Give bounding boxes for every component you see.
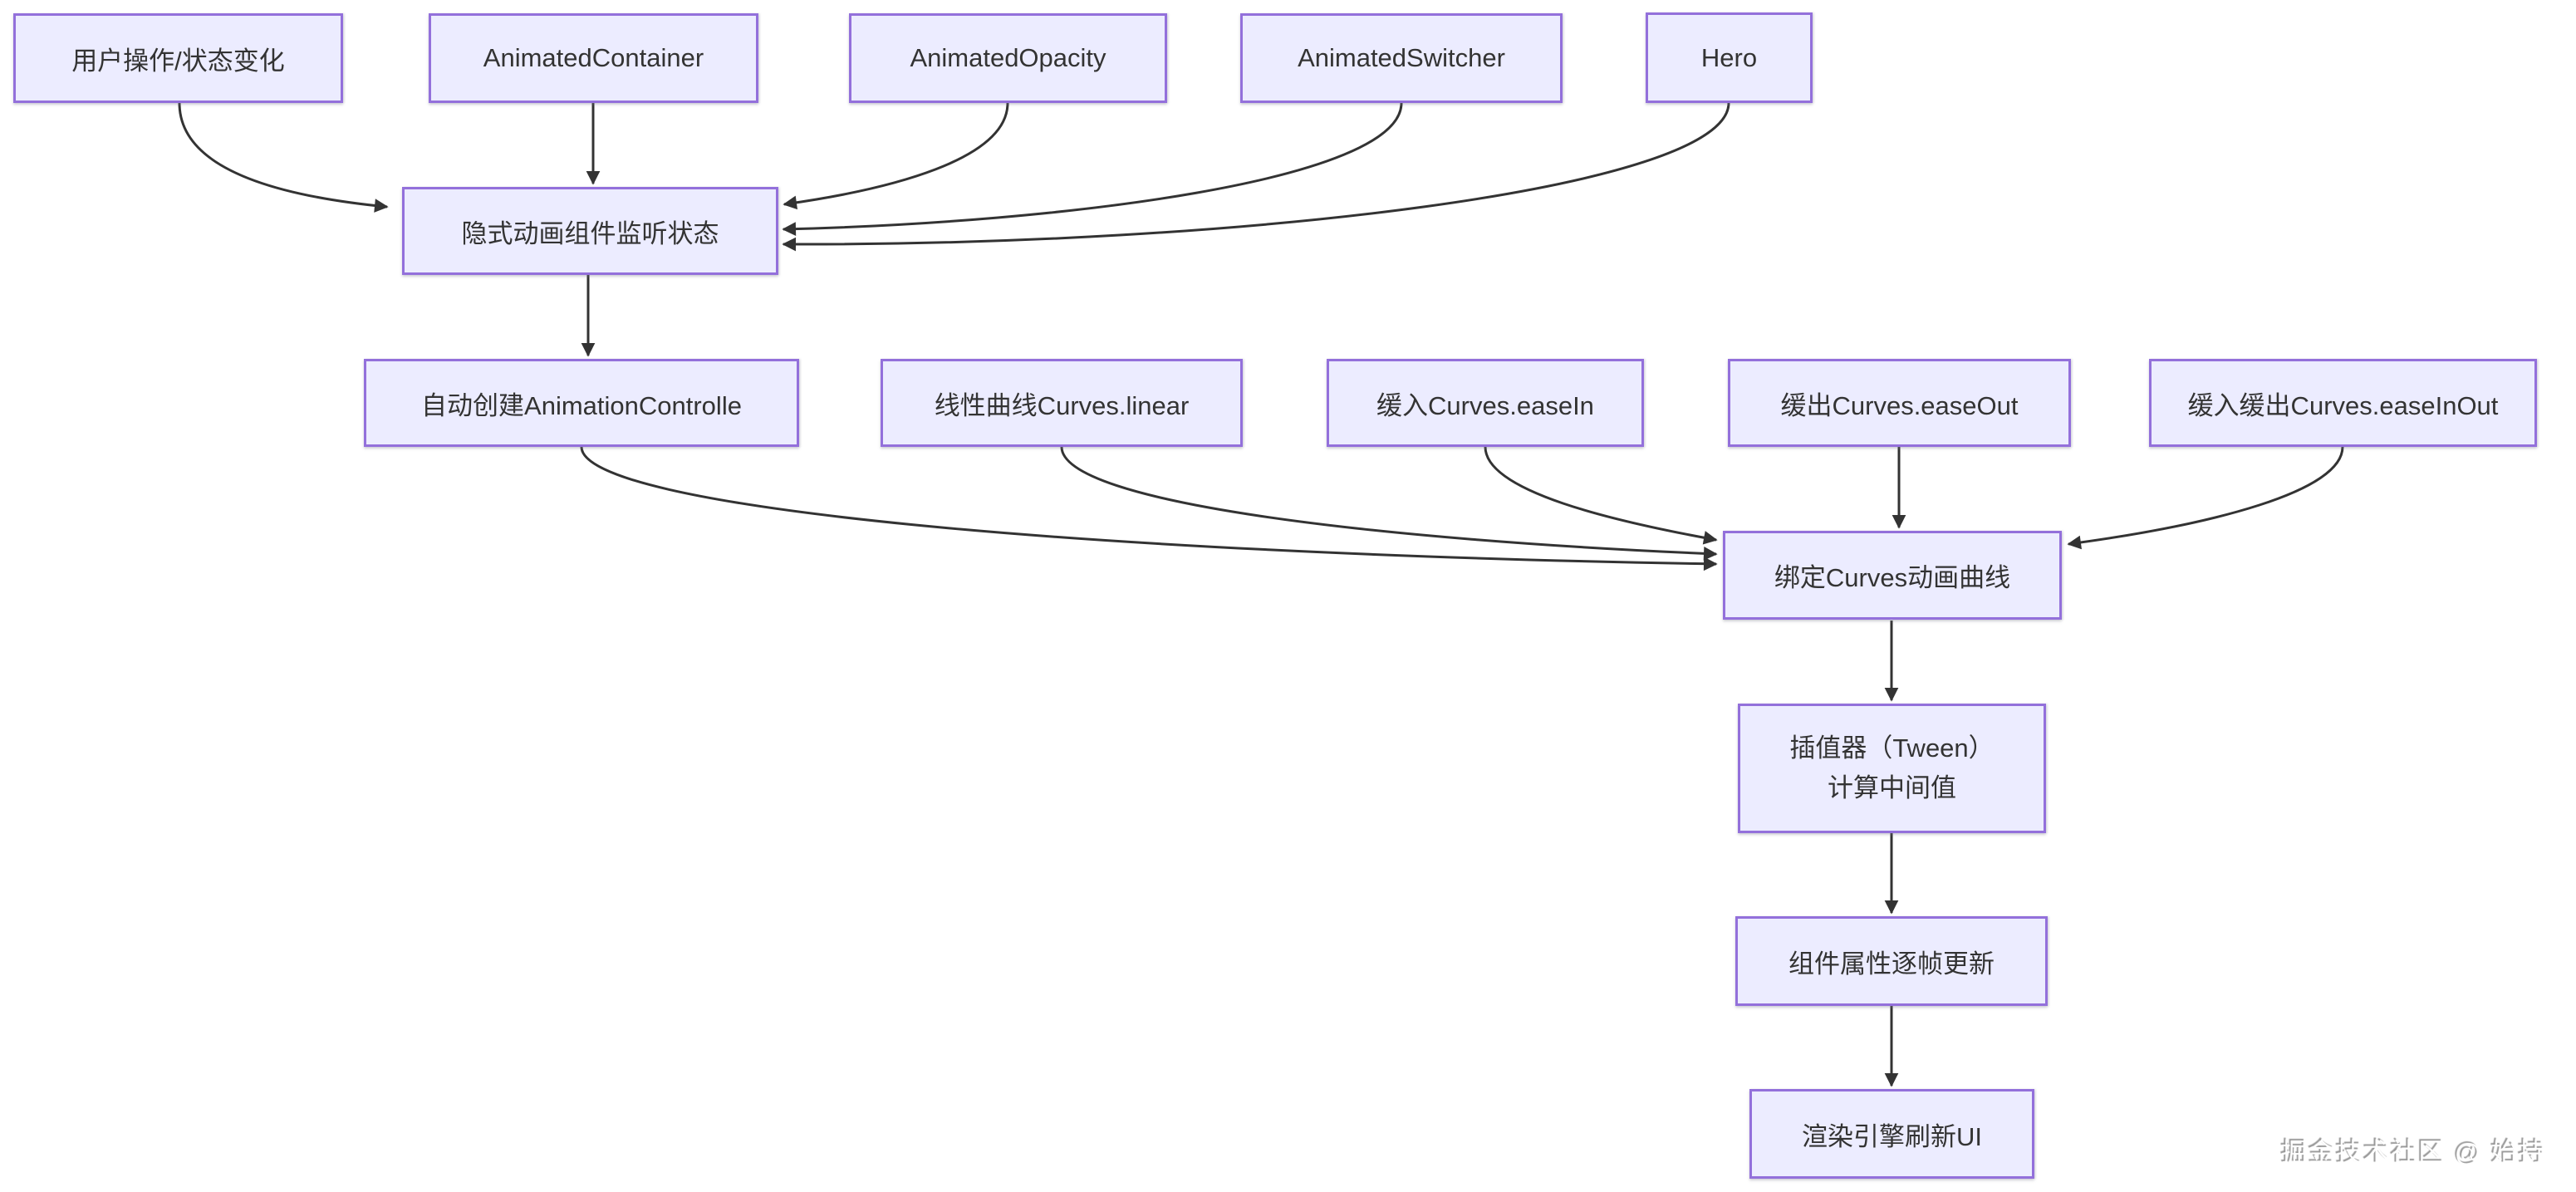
node-curves-easein-label: 缓入Curves.easeIn — [1376, 390, 1594, 420]
edge-animatedswitcher-to-implicit — [782, 102, 1403, 236]
edge-curveslinear-to-bindcurves — [1060, 446, 1718, 561]
node-animated-switcher-label: AnimatedSwitcher — [1298, 43, 1505, 72]
node-bind-curves-label: 绑定Curves动画曲线 — [1774, 563, 2011, 592]
node-curves-easeout: 缓出Curves.easeOut — [1728, 359, 2071, 447]
node-user-action: 用户操作/状态变化 — [13, 13, 343, 103]
node-animated-container: AnimatedContainer — [429, 13, 758, 103]
node-animated-opacity-label: AnimatedOpacity — [910, 43, 1106, 72]
node-hero: Hero — [1646, 12, 1813, 103]
node-render-refresh: 渲染引擎刷新UI — [1749, 1089, 2034, 1179]
edge-hero-to-implicit — [782, 102, 1730, 252]
node-animated-opacity: AnimatedOpacity — [849, 13, 1167, 103]
node-frame-update-label: 组件属性逐帧更新 — [1788, 949, 1995, 979]
node-implicit-listen-label: 隐式动画组件监听状态 — [461, 218, 719, 248]
node-tween-line2: 计算中间值 — [1828, 773, 1956, 802]
node-animated-switcher: AnimatedSwitcher — [1240, 13, 1563, 103]
node-tween: 插值器（Tween） 计算中间值 — [1738, 704, 2046, 833]
node-tween-line1: 插值器（Tween） — [1789, 733, 1995, 763]
node-curves-easein: 缓入Curves.easeIn — [1327, 359, 1644, 447]
node-curves-linear-label: 线性曲线Curves.linear — [934, 390, 1190, 420]
watermark-text: 掘金技术社区 @ 始持 — [2281, 1138, 2546, 1167]
node-auto-controller: 自动创建AnimationControlle — [364, 359, 799, 447]
node-user-action-label: 用户操作/状态变化 — [71, 46, 285, 76]
node-hero-label: Hero — [1700, 42, 1758, 72]
node-curves-easeout-label: 缓出Curves.easeOut — [1780, 390, 2019, 420]
edge-curveseasein-to-bindcurves — [1484, 446, 1718, 545]
node-curves-easeinout: 缓入缓出Curves.easeInOut — [2149, 359, 2537, 447]
node-implicit-listen: 隐式动画组件监听状态 — [402, 187, 778, 275]
edge-user-action-to-implicit — [178, 102, 389, 213]
node-bind-curves: 绑定Curves动画曲线 — [1723, 531, 2062, 620]
edge-autocontroller-to-bindcurves — [580, 446, 1718, 571]
node-animated-container-label: AnimatedContainer — [483, 43, 704, 72]
edge-curveseaseinout-to-bindcurves — [2067, 446, 2344, 550]
node-render-refresh-label: 渲染引擎刷新UI — [1802, 1121, 1982, 1151]
node-curves-linear: 线性曲线Curves.linear — [881, 359, 1243, 447]
node-curves-easeinout-label: 缓入缓出Curves.easeInOut — [2187, 390, 2499, 420]
edge-animatedopacity-to-implicit — [783, 102, 1009, 210]
node-auto-controller-label: 自动创建AnimationControlle — [421, 390, 742, 420]
node-frame-update: 组件属性逐帧更新 — [1735, 916, 2048, 1006]
